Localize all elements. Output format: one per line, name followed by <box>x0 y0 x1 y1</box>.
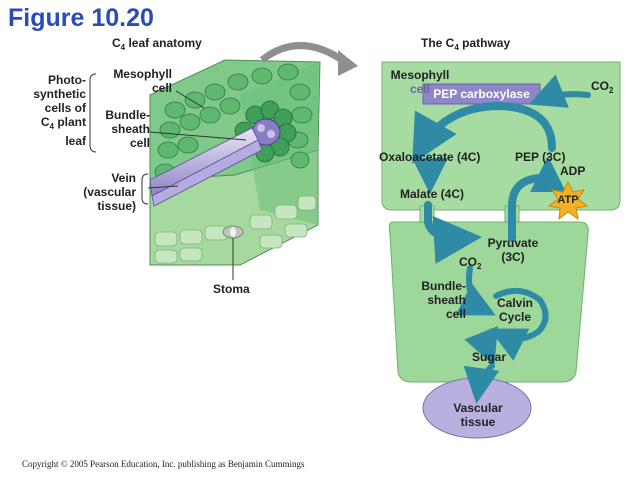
co2-top-label: CO2 <box>591 79 613 98</box>
pathway-heading-sub: 4 <box>454 43 459 52</box>
pathway-bundle-sheath-label: Bundle- sheath cell <box>410 279 466 321</box>
pathway-heading-rest: pathway <box>458 36 511 50</box>
calvin-line2: Cycle <box>498 310 532 324</box>
vein-line1: Vein <box>111 171 136 185</box>
co2-mid-sub: 2 <box>477 262 482 271</box>
co2-top-sub: 2 <box>609 86 614 95</box>
photo-line4-rest: plant <box>54 115 86 129</box>
pathway-heading: The C4 pathway <box>421 36 510 55</box>
malate-label: Malate (4C) <box>400 187 465 201</box>
copyright-notice: Copyright © 2005 Pearson Education, Inc.… <box>22 459 305 469</box>
sugar-label: Sugar <box>472 350 507 364</box>
photo-line4-sub: 4 <box>49 122 54 131</box>
calvin-line1: Calvin <box>496 296 533 310</box>
anatomy-bundle-line3: cell <box>129 136 150 150</box>
photosynthetic-cells-label: Photo- synthetic cells of C4 plant leaf <box>20 73 86 148</box>
anatomy-bundle-sheath-label: Bundle- sheath cell <box>98 108 150 150</box>
photosynthetic-bracket <box>89 73 97 153</box>
co2-mid-main: CO <box>459 255 477 269</box>
photo-line4-main: C <box>40 115 50 129</box>
vein-line3: tissue) <box>97 199 136 213</box>
leaf-anatomy-illustration <box>149 59 321 266</box>
photo-line4: C4 plant <box>20 115 86 134</box>
co2-top-main: CO <box>591 79 609 93</box>
oxaloacetate-label: Oxaloacetate (4C) <box>379 150 481 164</box>
vein-bracket <box>141 173 149 205</box>
atp-burst-icon <box>547 180 589 221</box>
photo-line3: cells of <box>44 101 86 115</box>
pep-label: PEP (3C) <box>515 150 566 164</box>
pathway-mesophyll-line1: Mesophyll <box>390 68 450 82</box>
mesophyll-line2: cell <box>151 81 172 95</box>
pyruvate-line1: Pyruvate <box>487 236 539 250</box>
calvin-cycle-label: Calvin Cycle <box>490 296 540 324</box>
calvin-to-sugar-arrow <box>464 326 499 367</box>
calvin-cycle-loop <box>489 287 549 361</box>
vein-leader <box>147 185 179 189</box>
bundle-sheath-leader <box>149 131 247 141</box>
anatomy-heading-rest: leaf anatomy <box>125 36 202 50</box>
mesophyll-line1: Mesophyll <box>113 67 172 81</box>
sugar-to-vascular-arrow <box>463 363 500 404</box>
mesophyll-leader <box>175 90 205 109</box>
anatomy-heading-main: C <box>112 36 121 50</box>
photo-line1: Photo- <box>48 73 86 87</box>
pathway-mesophyll-label: Mesophyll cell <box>384 68 456 96</box>
pyruvate-label: Pyruvate (3C) <box>482 236 544 264</box>
anatomy-bundle-line1: Bundle- <box>105 108 150 122</box>
pep-to-oxaloacetate-arrow <box>412 101 556 164</box>
photo-line2: synthetic <box>33 87 86 101</box>
adp-label: ADP <box>560 164 586 178</box>
pathway-bundle-line1: Bundle- <box>421 279 466 293</box>
anatomy-heading-sub: 4 <box>120 43 126 52</box>
anatomy-heading: C4 leaf anatomy <box>112 36 202 55</box>
malate-to-pyruvate-arrow <box>424 201 482 264</box>
pathway-bundle-line3: cell <box>445 307 466 321</box>
co2-entry-arrow <box>528 74 591 108</box>
anatomy-bundle-line2: sheath <box>111 122 150 136</box>
grey-arrowhead-icon <box>338 50 358 76</box>
pathway-mesophyll-line2: cell <box>409 82 430 96</box>
anatomy-stoma-label: Stoma <box>213 282 250 296</box>
figure-title: Figure 10.20 <box>8 4 154 32</box>
vascular-tissue-label: Vascular tissue <box>445 401 511 429</box>
anatomy-mesophyll-label: Mesophyll cell <box>100 67 172 95</box>
pathway-bundle-line2: sheath <box>427 293 466 307</box>
co2-mid-label: CO2 <box>459 255 481 274</box>
pep-carboxylase-label: PEP carboxylase <box>433 87 530 101</box>
co2-to-calvin-arrow <box>455 265 496 316</box>
grey-connector-arrow <box>259 42 348 65</box>
pathway-heading-main: The C <box>421 36 455 50</box>
atp-label: ATP <box>557 194 579 206</box>
vascular-line1: Vascular <box>453 401 503 415</box>
vein-line2: (vascular <box>83 185 136 199</box>
anatomy-vein-label: Vein (vascular tissue) <box>64 171 136 213</box>
vascular-line2: tissue <box>460 415 496 429</box>
photo-line5: leaf <box>65 134 86 148</box>
pyruvate-line2: (3C) <box>501 250 525 264</box>
